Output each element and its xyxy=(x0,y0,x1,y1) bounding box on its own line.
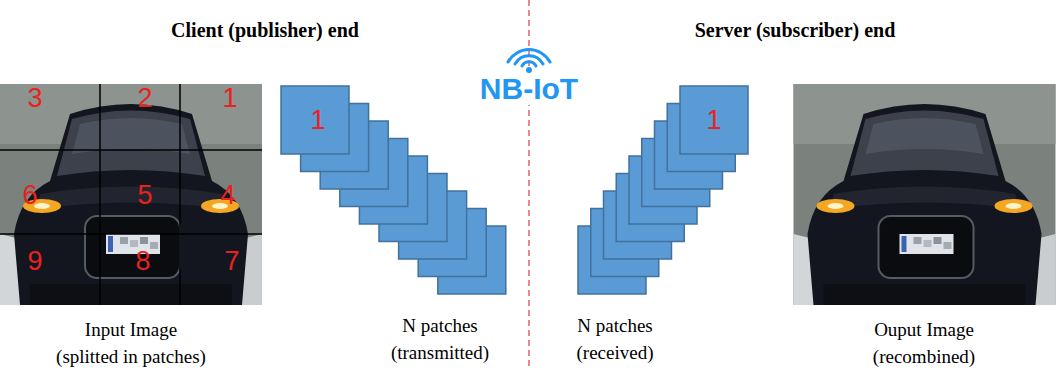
caption: N patches (received) xyxy=(552,312,678,366)
patch-stack: 1 N patches (transmitted) xyxy=(276,84,511,364)
image-panel: Ouput Image (recombined) xyxy=(793,84,1056,364)
section-heading: Server (subscriber) end xyxy=(695,19,896,42)
caption: N patches (transmitted) xyxy=(369,312,512,366)
patch-stack: 1N patches (received) xyxy=(572,84,807,364)
callout-number: 1 xyxy=(222,83,237,113)
patch-cards xyxy=(572,84,807,304)
patch-number: 4 xyxy=(220,181,235,209)
callout-number: 3 xyxy=(27,83,42,113)
image-panel: Input Image (splitted in patches)3216549… xyxy=(0,84,262,364)
patch-number: 5 xyxy=(137,181,152,209)
callout-number: 2 xyxy=(137,83,152,113)
callout-number: 6 xyxy=(22,180,37,210)
network-label: NB-IoT xyxy=(478,73,580,105)
patch-number: 3 xyxy=(27,84,42,112)
patch-number: 2 xyxy=(137,84,152,112)
callout-number: 1 xyxy=(310,106,325,134)
callout-number: 8 xyxy=(135,246,150,276)
callout-number: 5 xyxy=(137,180,152,210)
callout-number: 4 xyxy=(220,180,235,210)
caption: Input Image (splitted in patches) xyxy=(32,316,230,370)
callout-number: 7 xyxy=(224,246,239,276)
patch-number: 1 xyxy=(222,84,237,112)
patch-number: 9 xyxy=(27,247,42,275)
callout-number: 1 xyxy=(706,106,721,134)
section-heading: Client (publisher) end xyxy=(171,19,359,42)
patch-number: 8 xyxy=(135,247,150,275)
callout-number: 9 xyxy=(27,246,42,276)
caption: Ouput Image (recombined) xyxy=(841,316,1007,370)
patch-number: 6 xyxy=(22,181,37,209)
patch-number: 7 xyxy=(224,247,239,275)
